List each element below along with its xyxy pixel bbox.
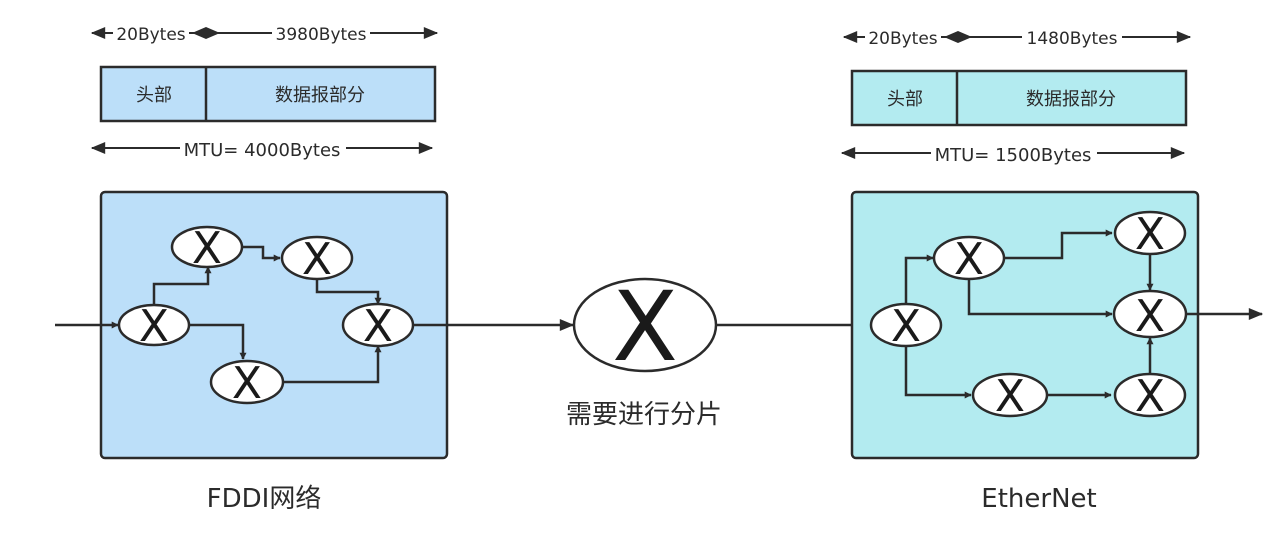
right-divider-arrow-right — [958, 31, 972, 43]
left-payload-label: 数据报部分 — [275, 85, 365, 106]
eth-node-a: X — [869, 301, 943, 352]
fddi-node-e-symbol: X — [232, 358, 262, 409]
left-header-bytes-bg — [113, 22, 189, 44]
eth-link-a-e — [904, 346, 972, 399]
eth-node-b-symbol: X — [954, 234, 984, 285]
fddi-network-label: FDDI网络 — [207, 484, 322, 514]
eth-node-f: X — [1113, 371, 1187, 422]
eth-node-b: X — [932, 234, 1006, 285]
fragmenting-router-symbol: X — [612, 271, 678, 383]
left-header-label: 头部 — [136, 85, 172, 106]
fddi-links — [55, 245, 382, 384]
fddi-link-a-e — [189, 323, 247, 360]
left-byte-dimensions: 20Bytes 3980Bytes — [90, 22, 439, 45]
fddi-node-c-symbol: X — [302, 234, 332, 285]
fddi-node-b: X — [170, 223, 244, 274]
left-datagram-box — [99, 65, 437, 123]
fddi-node-b-symbol: X — [192, 223, 222, 274]
eth-node-a-symbol: X — [891, 301, 921, 352]
fddi-node-a-symbol: X — [139, 301, 169, 352]
right-mtu-bg — [931, 142, 1097, 164]
right-mtu-label: MTU= 1500Bytes — [935, 145, 1092, 166]
eth-link-a-b — [904, 254, 934, 304]
right-payload-bytes: 1480Bytes — [1027, 29, 1118, 49]
ethernet-links — [904, 229, 1264, 399]
right-header-label: 头部 — [887, 89, 923, 110]
right-datagram-box — [850, 69, 1188, 127]
left-mtu-label: MTU= 4000Bytes — [184, 140, 341, 161]
left-payload-bytes-bg — [272, 22, 370, 44]
eth-node-c: X — [1113, 209, 1187, 260]
right-header-bytes-bg — [865, 26, 941, 48]
fragmentation-label: 需要进行分片 — [566, 400, 722, 430]
left-payload-bytes: 3980Bytes — [276, 25, 367, 45]
right-payload-label: 数据报部分 — [1026, 89, 1116, 110]
eth-node-e: X — [971, 371, 1049, 422]
fddi-link-b-c — [243, 245, 281, 262]
left-header-bytes: 20Bytes — [116, 25, 185, 45]
right-mtu-dimension: MTU= 1500Bytes — [840, 142, 1186, 166]
fddi-node-e: X — [209, 358, 285, 409]
eth-node-c-symbol: X — [1135, 209, 1165, 260]
fragmenting-router: X — [572, 271, 718, 383]
eth-link-b-c — [1005, 229, 1113, 260]
right-divider-arrow-left — [944, 31, 958, 43]
eth-node-d-symbol: X — [1135, 291, 1165, 342]
fddi-node-c: X — [280, 234, 354, 285]
right-payload-bytes-bg — [1022, 26, 1122, 48]
fddi-node-d: X — [341, 301, 415, 352]
eth-node-e-symbol: X — [995, 371, 1025, 422]
fddi-link-c-d — [315, 279, 382, 305]
left-divider-arrow-left — [192, 27, 206, 39]
fddi-link-a-b — [152, 266, 212, 306]
eth-node-d: X — [1112, 289, 1188, 342]
ethernet-network-label: EtherNet — [981, 484, 1096, 514]
right-byte-dimensions: 20Bytes 1480Bytes — [842, 26, 1192, 49]
fddi-node-d-symbol: X — [363, 301, 393, 352]
left-divider-arrow-right — [206, 27, 220, 39]
left-datagram: 头部 数据报部分 — [99, 65, 437, 123]
eth-link-b-d — [967, 280, 1113, 318]
left-mtu-bg — [180, 137, 346, 159]
fddi-link-e-d — [283, 345, 382, 384]
right-datagram: 头部 数据报部分 — [850, 69, 1188, 127]
right-header-bytes: 20Bytes — [868, 29, 937, 49]
fddi-node-a: X — [117, 301, 191, 352]
eth-node-f-symbol: X — [1135, 371, 1165, 422]
left-mtu-dimension: MTU= 4000Bytes — [90, 137, 434, 161]
